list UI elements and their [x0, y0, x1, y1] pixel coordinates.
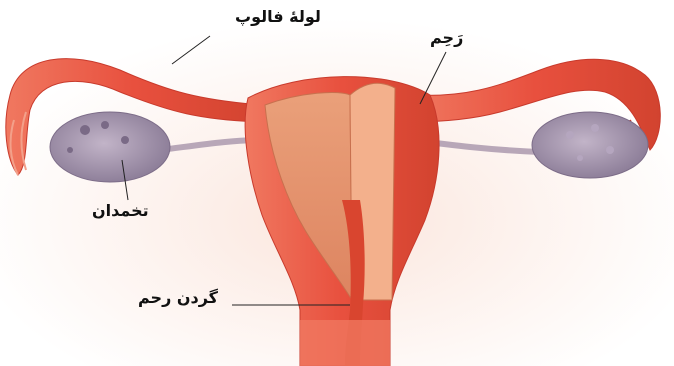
- left-ovary: [50, 112, 170, 182]
- fallopian-tube-label: لولۀ فالوپ: [235, 9, 321, 25]
- ovary-label: تخمدان: [92, 203, 149, 219]
- uterus-label: رَحِم: [430, 30, 463, 46]
- right-ovary: [532, 112, 648, 178]
- cervix-label: گردن رحم: [138, 290, 218, 306]
